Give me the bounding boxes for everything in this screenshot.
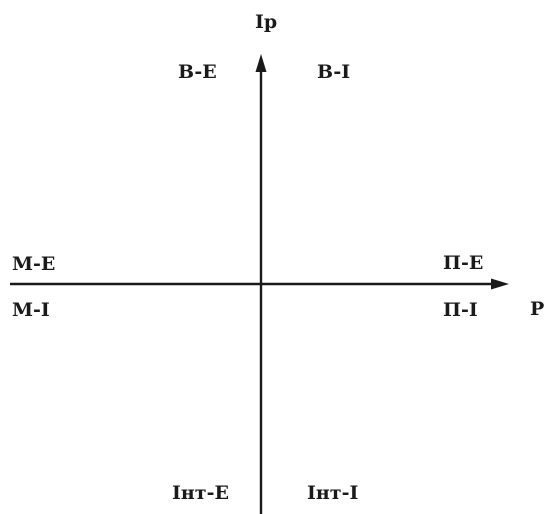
horizontal-axis-label: P xyxy=(530,298,544,320)
label-top-left: B-E xyxy=(178,61,217,83)
label-bottom-right: Iнт-I xyxy=(307,482,358,504)
label-bottom-left: Iнт-E xyxy=(172,482,229,504)
vertical-axis-label: Ip xyxy=(255,11,277,33)
label-left-lower: M-I xyxy=(12,299,50,321)
label-right-lower: П-I xyxy=(443,299,478,321)
label-left-upper: M-E xyxy=(12,253,55,275)
label-right-upper: П-E xyxy=(443,252,483,274)
horizontal-axis-arrowhead xyxy=(491,278,509,290)
label-top-right: B-I xyxy=(317,61,350,83)
vertical-axis-arrowhead xyxy=(255,54,267,72)
